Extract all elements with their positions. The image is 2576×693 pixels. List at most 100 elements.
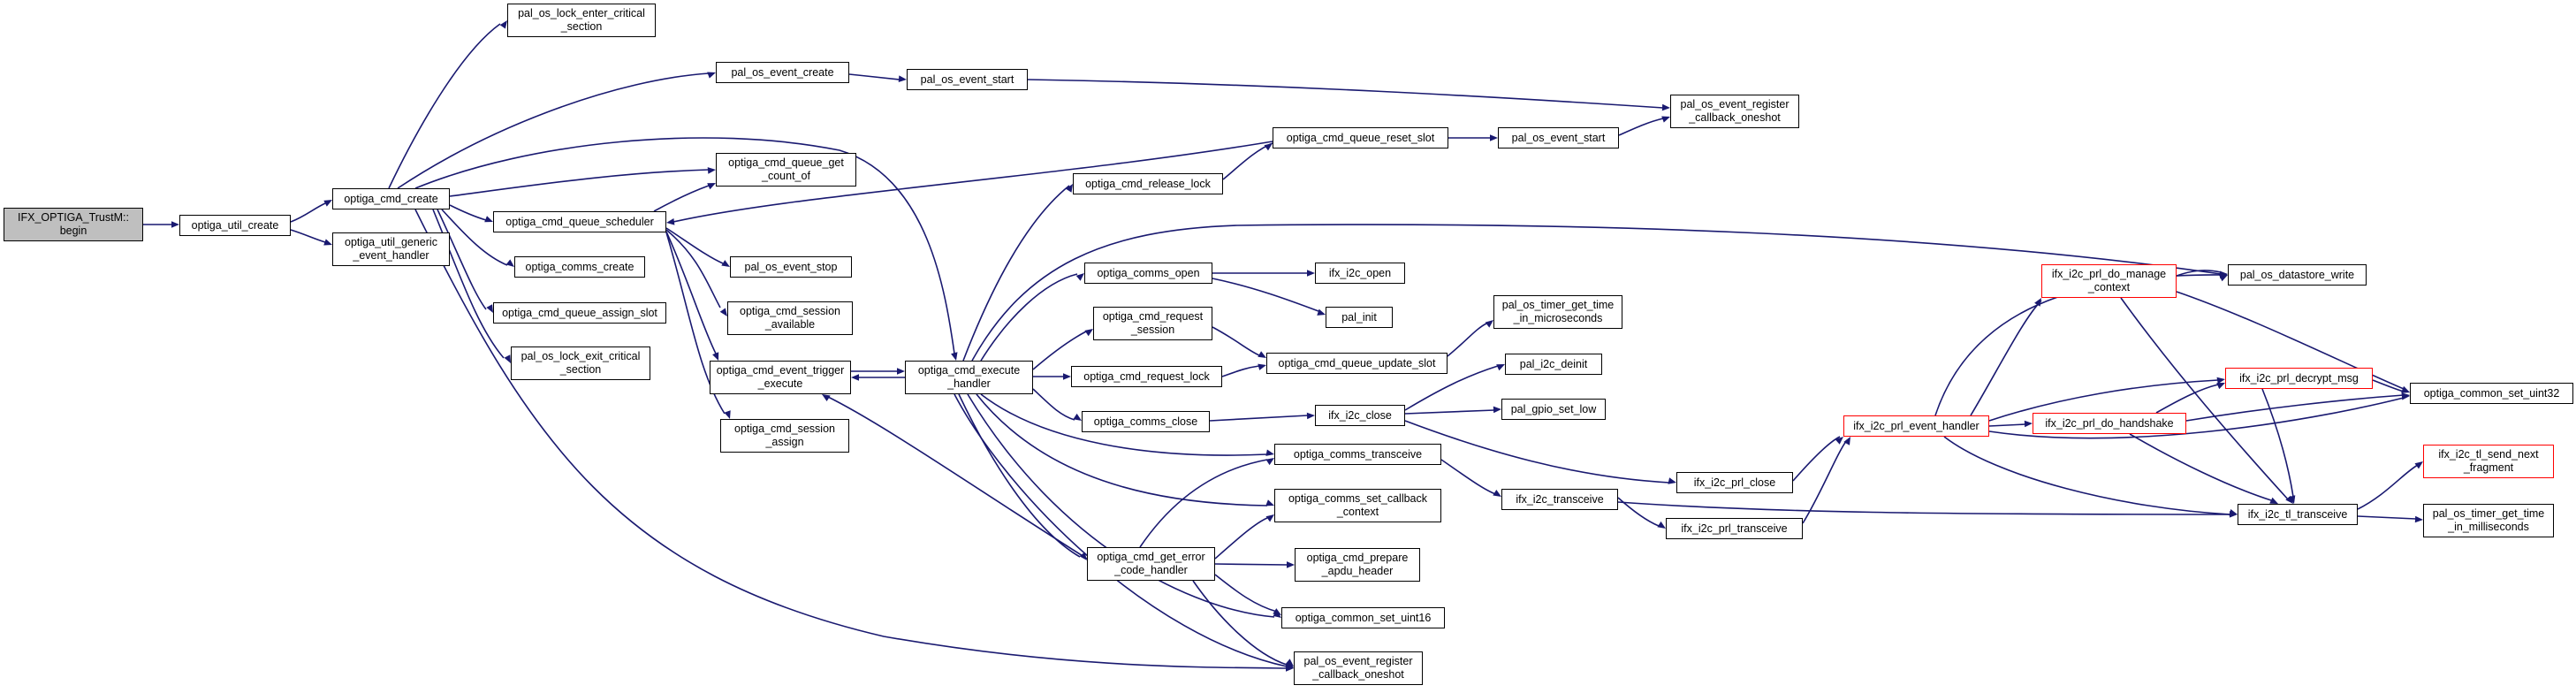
e-reqsession-update <box>1212 326 1260 356</box>
e-sched-sessassign-arrowhead <box>724 410 731 419</box>
node-pal-os-timer-get-time-in-microseconds[interactable]: pal_os_timer_get_time _in_microseconds <box>1493 295 1622 329</box>
e-cmdcreate-assign <box>437 209 487 310</box>
node-pal-os-lock-enter-critical-section[interactable]: pal_os_lock_enter_critical _section <box>507 4 656 37</box>
node-optiga-cmd-prepare-apdu-header[interactable]: optiga_cmd_prepare _apdu_header <box>1295 548 1420 582</box>
e-geterror-apdu-arrowhead <box>1287 561 1295 568</box>
e-geterror-setcallback <box>1214 517 1268 560</box>
e-reqlock-update-arrowhead <box>1258 363 1266 370</box>
node-pal-os-timer-get-time-in-milliseconds[interactable]: pal_os_timer_get_time _in_milliseconds <box>2423 504 2554 537</box>
node-optiga-cmd-request-session[interactable]: optiga_cmd_request _session <box>1093 307 1212 340</box>
node-ifx-i2c-tl-send-next-fragment[interactable]: ifx_i2c_tl_send_next _fragment <box>2423 445 2554 478</box>
node-pal-os-event-start[interactable]: pal_os_event_start <box>907 69 1028 90</box>
e-i2ctrans-prltrans <box>1617 497 1660 527</box>
node-ifx-i2c-prl-do-manage-context[interactable]: ifx_i2c_prl_do_manage _context <box>2041 264 2177 298</box>
node-pal-os-lock-exit-critical-section[interactable]: pal_os_lock_exit_critical _section <box>511 346 650 380</box>
e-cmdcreate-sched <box>449 204 487 221</box>
e-commsopen-palinit <box>1212 278 1319 312</box>
e-cmdcreate-commscreate-arrowhead <box>505 259 514 267</box>
e-prlclose-prlevent-arrowhead <box>1835 437 1843 445</box>
e-cmdcreate-eventcreate <box>397 72 710 189</box>
e-update-timerus-arrowhead <box>1485 320 1493 328</box>
node-optiga-cmd-event-trigger-execute[interactable]: optiga_cmd_event_trigger _execute <box>710 361 851 394</box>
e-handshake-uint32-arrowhead <box>2401 392 2410 400</box>
call-edges <box>143 23 2419 669</box>
e-manage-datastore <box>2176 270 2222 277</box>
e-exec-commsopen-arrowhead <box>1075 273 1084 281</box>
node-ifx-i2c-tl-transceive[interactable]: ifx_i2c_tl_transceive <box>2238 504 2358 525</box>
node-pal-os-event-register-callback-oneshot[interactable]: pal_os_event_register _callback_oneshot <box>1670 95 1799 128</box>
node-pal-init[interactable]: pal_init <box>1326 307 1393 328</box>
node-ifx-i2c-prl-decrypt-msg[interactable]: ifx_i2c_prl_decrypt_msg <box>2225 368 2373 389</box>
e-prlevent-handshake-arrowhead <box>2024 420 2033 428</box>
node-optiga-cmd-session-available[interactable]: optiga_cmd_session _available <box>727 301 853 335</box>
node-ifx-optiga-trustm-begin[interactable]: IFX_OPTIGA_TrustM:: begin <box>4 208 143 241</box>
e-i2ctrans-tltrans <box>1617 501 2231 515</box>
call-arrowheads <box>171 20 2423 672</box>
node-ifx-i2c-prl-event-handler[interactable]: ifx_i2c_prl_event_handler <box>1843 415 1989 437</box>
e-exec-setcallback <box>976 393 1268 506</box>
node-optiga-cmd-release-lock[interactable]: optiga_cmd_release_lock <box>1073 173 1223 194</box>
node-optiga-cmd-queue-reset-slot[interactable]: optiga_cmd_queue_reset_slot <box>1273 127 1448 148</box>
e-i2cclose-gpiolow <box>1404 409 1495 415</box>
node-optiga-cmd-queue-assign-slot[interactable]: optiga_cmd_queue_assign_slot <box>493 302 666 324</box>
e-i2ctrans-prltrans-arrowhead <box>1657 521 1666 529</box>
e-commsclose-i2cclose-arrowhead <box>1306 412 1315 420</box>
node-optiga-common-set-uint16[interactable]: optiga_common_set_uint16 <box>1281 607 1445 628</box>
node-optiga-cmd-queue-update-slot[interactable]: optiga_cmd_queue_update_slot <box>1266 353 1448 374</box>
node-optiga-cmd-session-assign[interactable]: optiga_cmd_session _assign <box>720 419 849 453</box>
e-startmid-reg-arrowhead <box>1661 116 1670 123</box>
node-pal-os-event-stop[interactable]: pal_os_event_stop <box>730 256 852 278</box>
e-handshake-decrypt <box>2155 384 2219 414</box>
e-sched-stop <box>665 227 724 264</box>
e-geterror-regbot <box>1192 580 1288 666</box>
node-optiga-cmd-execute-handler[interactable]: optiga_cmd_execute _handler <box>905 361 1033 394</box>
e-eventcreate-start <box>848 73 900 80</box>
e-decrypt-uint32-arrowhead <box>2401 386 2410 393</box>
node-optiga-comms-create[interactable]: optiga_comms_create <box>514 256 645 278</box>
e-i2cclose-deinit-arrowhead <box>1496 364 1505 371</box>
node-optiga-cmd-queue-scheduler[interactable]: optiga_cmd_queue_scheduler <box>493 211 666 232</box>
node-optiga-comms-set-callback-context[interactable]: optiga_comms_set_callback _context <box>1274 489 1441 522</box>
node-ifx-i2c-prl-do-handshake[interactable]: ifx_i2c_prl_do_handshake <box>2033 413 2186 434</box>
node-optiga-comms-close[interactable]: optiga_comms_close <box>1082 411 1210 432</box>
e-reset-sched <box>672 141 1273 223</box>
node-optiga-comms-transceive[interactable]: optiga_comms_transceive <box>1274 444 1441 465</box>
e-util-cmdcreate-arrowhead <box>323 200 332 207</box>
node-ifx-i2c-transceive[interactable]: ifx_i2c_transceive <box>1501 489 1618 510</box>
node-optiga-cmd-get-error-code-handler[interactable]: optiga_cmd_get_error _code_handler <box>1087 547 1215 581</box>
node-optiga-comms-open[interactable]: optiga_comms_open <box>1084 263 1212 284</box>
node-pal-gpio-set-low[interactable]: pal_gpio_set_low <box>1501 399 1606 420</box>
e-cmdcreate-getcount-arrowhead <box>707 167 716 174</box>
e-handshake-tltrans <box>2129 433 2272 501</box>
e-exec-commsclose <box>1032 388 1075 421</box>
e-geterror-trigger <box>825 395 1088 560</box>
e-exec-commsopen <box>980 273 1078 362</box>
e-sched-trigger <box>665 231 717 354</box>
node-ifx-i2c-open[interactable]: ifx_i2c_open <box>1315 263 1405 284</box>
e-geterror-uint16-arrowhead <box>1273 608 1281 615</box>
node-ifx-i2c-close[interactable]: ifx_i2c_close <box>1315 405 1405 426</box>
e-geterror-setcallback-arrowhead <box>1265 514 1274 522</box>
node-pal-os-event-create[interactable]: pal_os_event_create <box>716 62 849 83</box>
node-optiga-common-set-uint32[interactable]: optiga_common_set_uint32 <box>2410 383 2573 404</box>
node-pal-i2c-deinit[interactable]: pal_i2c_deinit <box>1505 354 1602 375</box>
node-optiga-util-generic-event-handler[interactable]: optiga_util_generic _event_handler <box>332 232 450 266</box>
e-startmid-reg <box>1618 118 1664 136</box>
node-ifx-i2c-prl-close[interactable]: ifx_i2c_prl_close <box>1676 472 1793 493</box>
node-optiga-cmd-queue-get-count-of[interactable]: optiga_cmd_queue_get _count_of <box>716 153 856 187</box>
e-exec-commsclose-arrowhead <box>1073 413 1082 421</box>
e-util-generic-arrowhead <box>323 239 332 246</box>
e-exec-regbot <box>954 393 1288 667</box>
node-optiga-cmd-request-lock[interactable]: optiga_cmd_request_lock <box>1071 366 1222 387</box>
node-optiga-cmd-create[interactable]: optiga_cmd_create <box>332 188 450 209</box>
e-commsopen-i2copen-arrowhead <box>1307 270 1315 277</box>
node-pal-os-event-start-2[interactable]: pal_os_event_start <box>1498 127 1619 148</box>
node-pal-os-event-register-callback-oneshot-2[interactable]: pal_os_event_register _callback_oneshot <box>1294 651 1423 685</box>
e-eventcreate-start-arrowhead <box>898 75 907 82</box>
e-reset-sched-arrowhead <box>666 218 675 225</box>
node-optiga-util-create[interactable]: optiga_util_create <box>179 215 291 236</box>
node-ifx-i2c-prl-transceive[interactable]: ifx_i2c_prl_transceive <box>1666 518 1803 539</box>
e-sched-sessavail-arrowhead <box>719 308 727 316</box>
node-pal-os-datastore-write[interactable]: pal_os_datastore_write <box>2228 264 2367 286</box>
